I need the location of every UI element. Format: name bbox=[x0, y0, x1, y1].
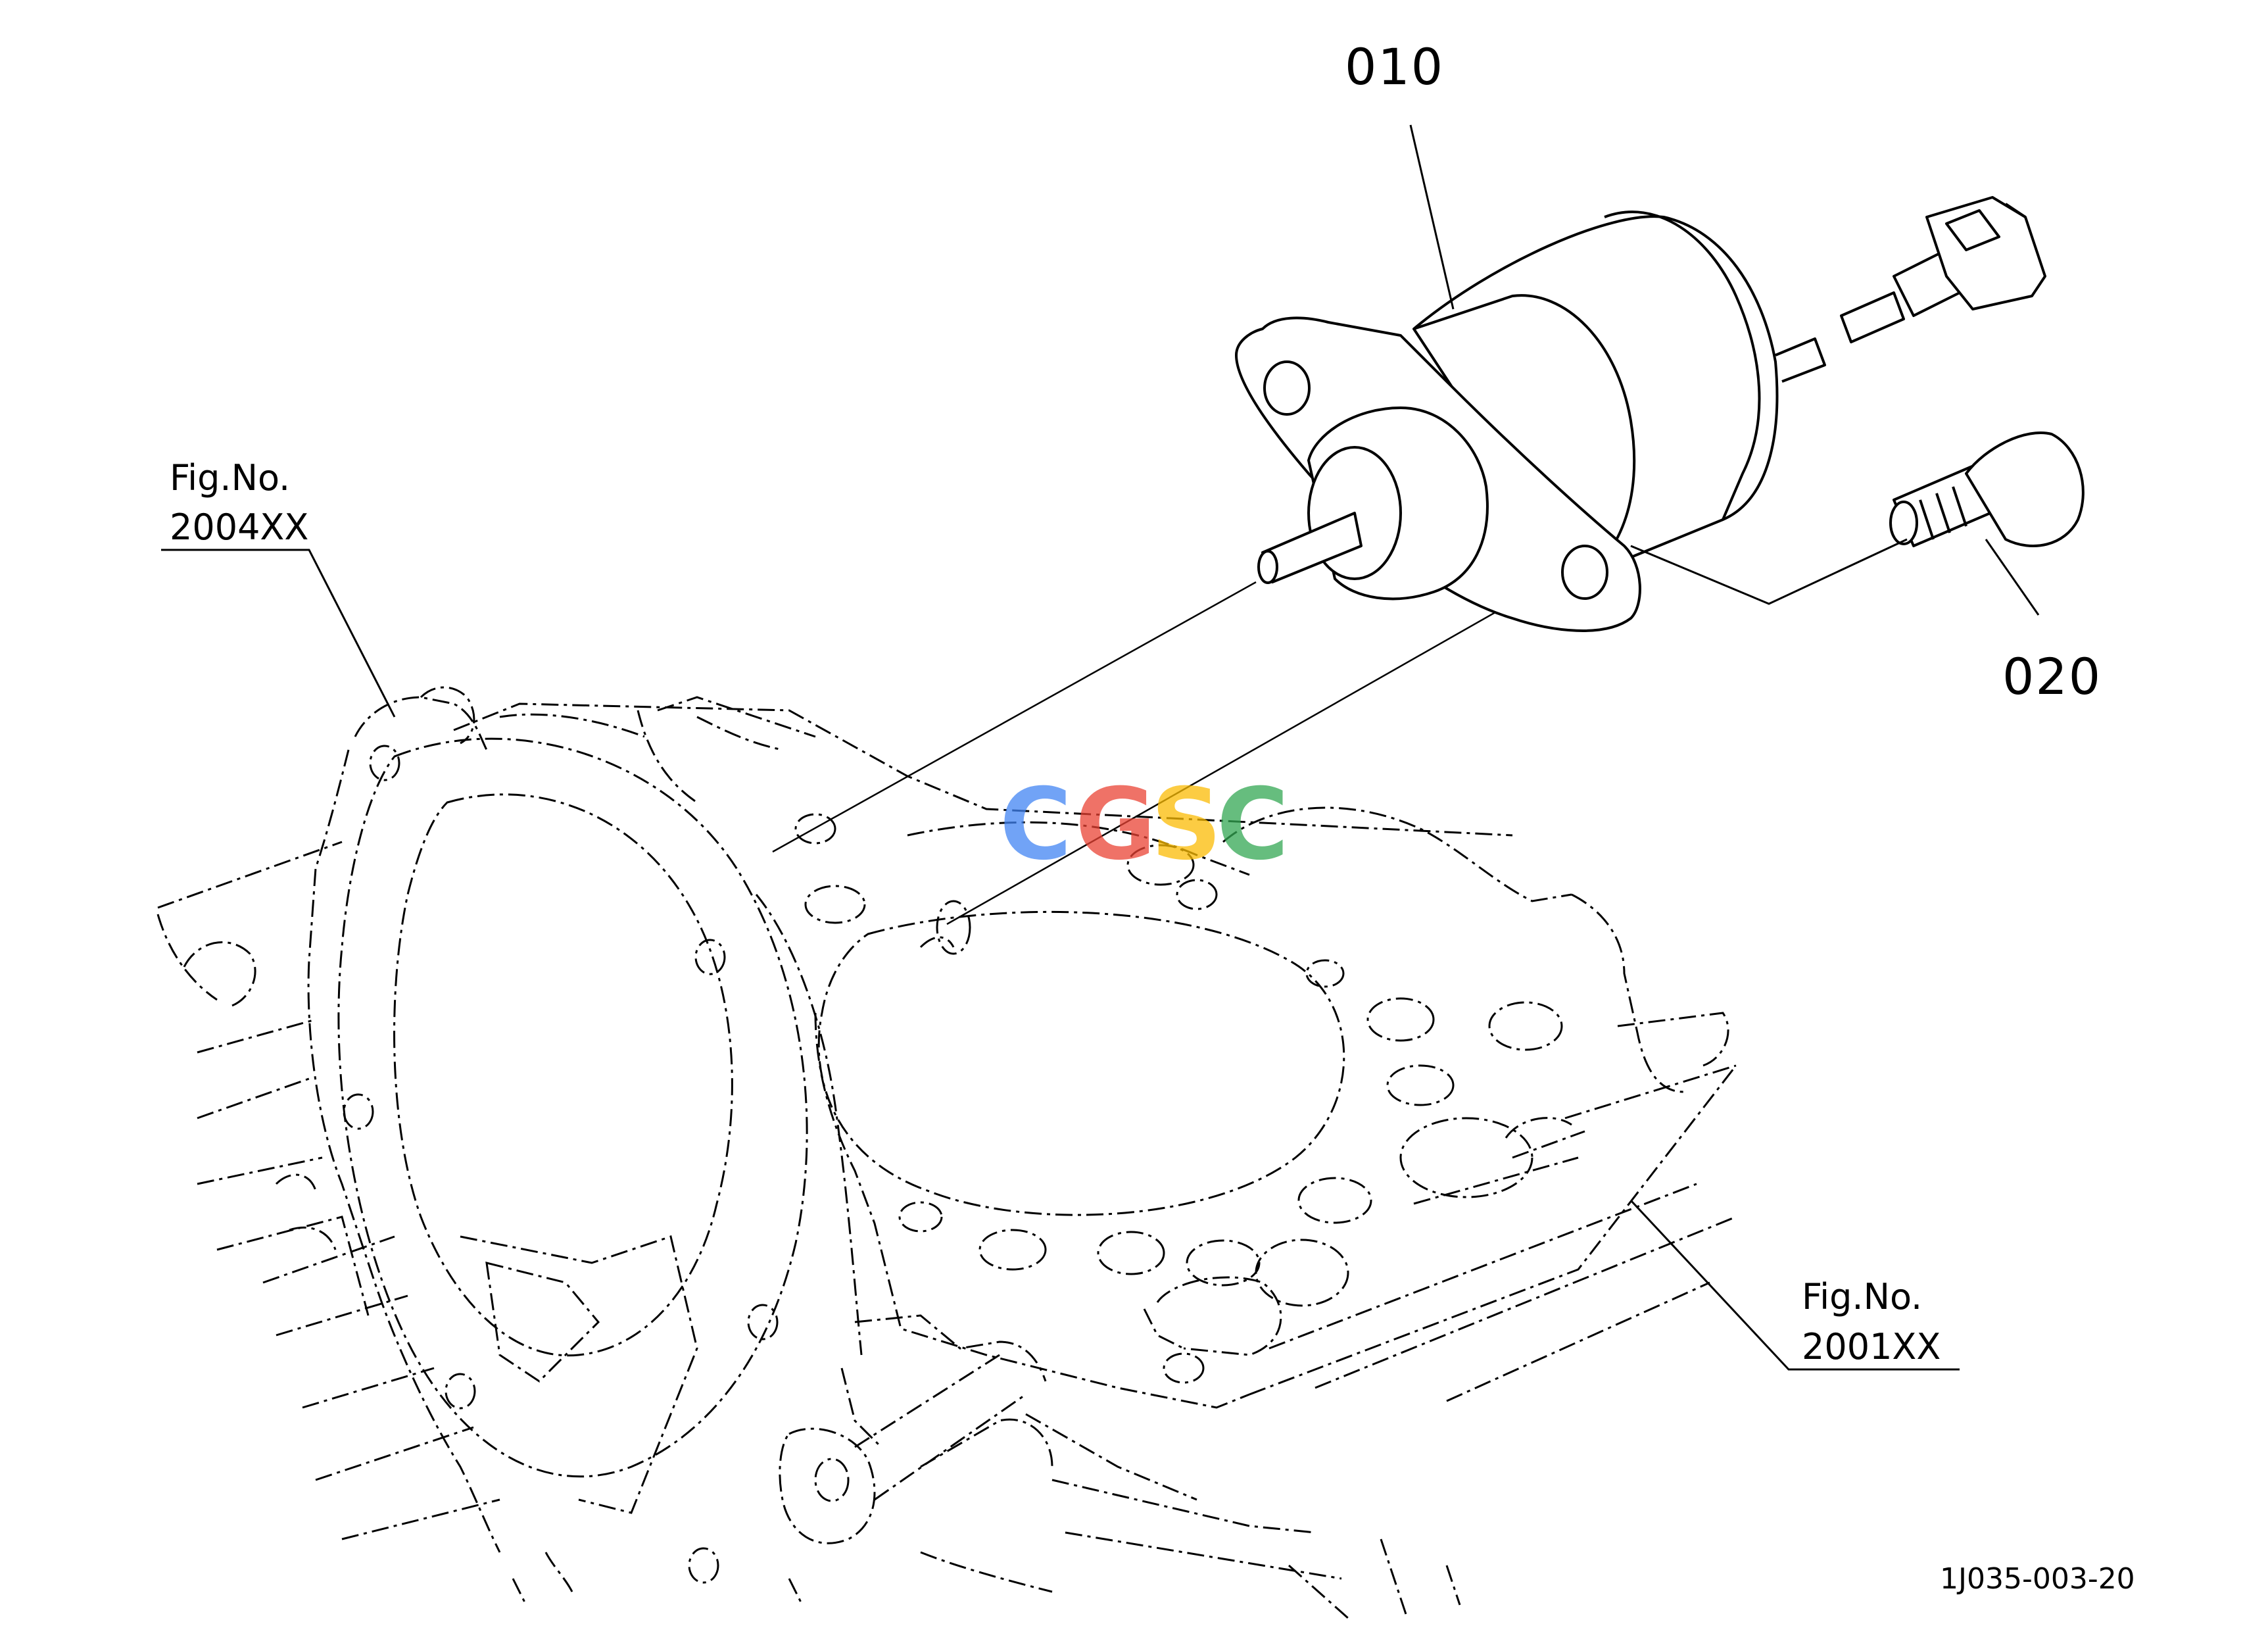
alignment-lines bbox=[772, 568, 1572, 925]
screw-part-020 bbox=[1889, 431, 2085, 547]
watermark-letter: G bbox=[1075, 768, 1156, 882]
watermark-letter: C bbox=[1000, 768, 1072, 882]
solenoid-part-010 bbox=[1235, 210, 1826, 632]
engine-block-phantom bbox=[157, 686, 1737, 1619]
watermark-letter: S bbox=[1151, 768, 1222, 882]
fig-ref-2001-label: Fig.No. bbox=[1802, 1276, 1922, 1317]
drawing-code: 1J035-003-20 bbox=[1940, 1562, 2135, 1596]
part-number-020: 020 bbox=[2002, 647, 2102, 706]
fig-ref-2001-number: 2001XX bbox=[1802, 1326, 1941, 1367]
leader-lines bbox=[161, 124, 2040, 1371]
part-number-010: 010 bbox=[1345, 37, 1444, 96]
fig-ref-2004-label: Fig.No. bbox=[170, 457, 290, 499]
watermark-logo: C G S C bbox=[1000, 768, 1289, 882]
fig-ref-2004-number: 2004XX bbox=[170, 506, 308, 548]
connector-plug bbox=[1840, 196, 2046, 343]
watermark-letter: C bbox=[1217, 768, 1289, 882]
